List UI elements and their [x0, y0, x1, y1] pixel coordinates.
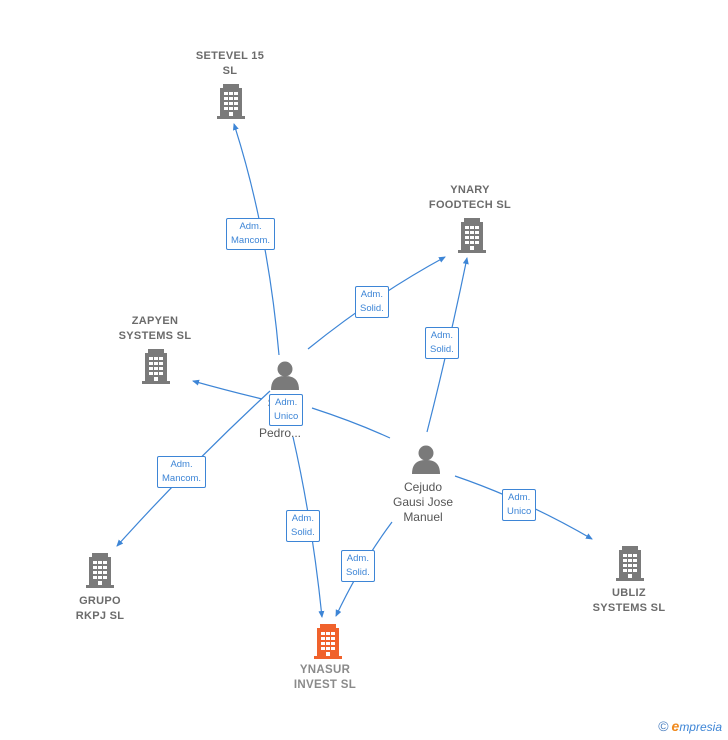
building-icon: [86, 553, 114, 588]
relation-badge: Adm. Mancom.: [226, 218, 276, 250]
relation-badge: Adm. Solid.: [425, 327, 459, 359]
person-cejudo-label[interactable]: Cejudo Gausi Jose Manuel: [392, 480, 454, 524]
copyright-icon: ©: [658, 718, 669, 734]
building-icon: [142, 349, 170, 384]
company-ynary-label[interactable]: YNARY FOODTECH SL: [428, 184, 512, 211]
building-icon: [314, 624, 342, 659]
relation-badge: Adm. Unico: [269, 394, 304, 426]
building-icon: [458, 218, 486, 253]
building-icon: [217, 84, 245, 119]
relation-badge: Adm. Solid.: [355, 286, 389, 318]
relation-badge: Adm. Unico: [502, 489, 537, 521]
company-setevel-label[interactable]: SETEVEL 15 SL: [195, 50, 265, 77]
relation-badge: Adm. Solid.: [341, 550, 375, 582]
empresia-brand[interactable]: ©empresia: [658, 718, 722, 734]
person-icon: [412, 445, 440, 474]
edge-pedro-zapyen: [192, 379, 263, 400]
edge-pedro-cejudo: [311, 407, 391, 439]
brand-name: mpresia: [679, 720, 722, 734]
company-grupo-label[interactable]: GRUPO RKPJ SL: [75, 595, 125, 622]
company-ynasur-label[interactable]: YNASUR INVEST SL: [293, 664, 357, 691]
company-ubliz-label[interactable]: UBLIZ SYSTEMS SL: [592, 587, 666, 614]
brand-initial: e: [671, 718, 680, 734]
relation-badge: Adm. Solid.: [286, 510, 320, 542]
building-icon: [616, 546, 644, 581]
company-zapyen-label[interactable]: ZAPYEN SYSTEMS SL: [118, 315, 192, 342]
person-icon: [271, 361, 299, 390]
relation-badge: Adm. Mancom.: [157, 456, 207, 488]
